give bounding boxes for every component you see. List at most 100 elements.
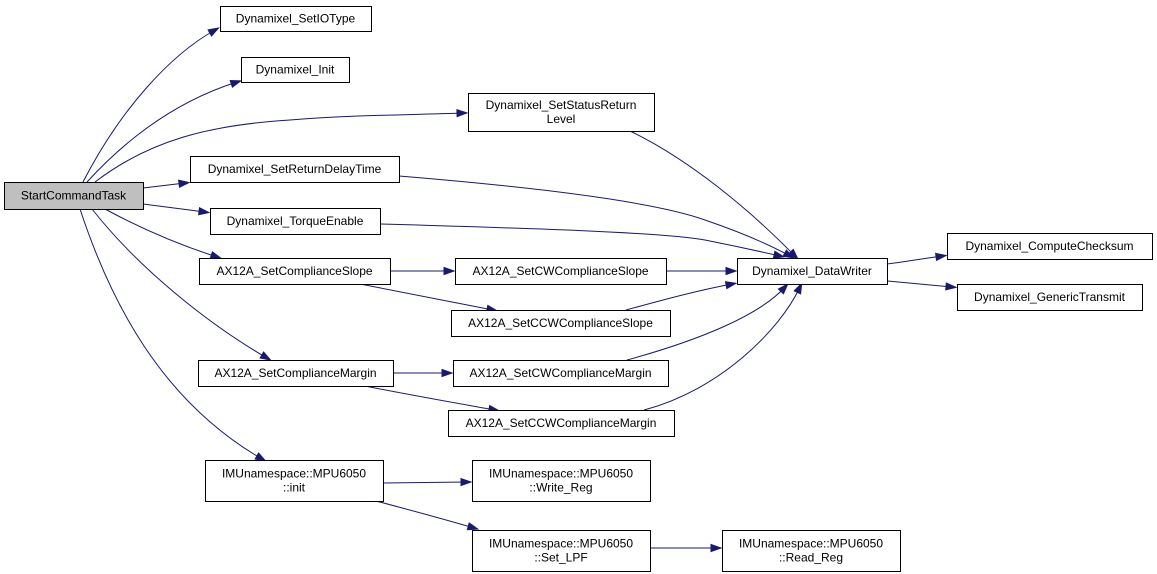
arrowhead-icon [460, 477, 473, 487]
edge-start-to-init [86, 79, 243, 183]
edge-line [86, 81, 238, 183]
node-label: AX12A_SetCCWComplianceMargin [466, 416, 657, 430]
edge-cwslope-to-datawriter [666, 266, 738, 276]
arrowhead-icon [443, 266, 456, 276]
node-label: ::Write_Reg [529, 481, 592, 495]
arrowhead-icon [724, 281, 738, 290]
arrowhead-icon [710, 543, 723, 553]
node-label: AX12A_SetCCWComplianceSlope [468, 316, 653, 330]
arrowhead-icon [207, 27, 220, 37]
node-start[interactable]: StartCommandTask [4, 182, 144, 210]
node-label: Dynamixel_SetReturnDelayTime [208, 162, 382, 176]
node-box [4, 182, 144, 210]
edge-line [379, 223, 781, 257]
node-init[interactable]: Dynamixel_Init [241, 57, 350, 83]
node-compmargin[interactable]: AX12A_SetComplianceMargin [198, 360, 394, 387]
arrowhead-icon [254, 452, 267, 462]
node-ccwslope[interactable]: AX12A_SetCCWComplianceSlope [451, 310, 671, 337]
edge-line [104, 208, 218, 258]
node-cwslope[interactable]: AX12A_SetCWComplianceSlope [455, 258, 667, 285]
arrowhead-icon [259, 351, 272, 361]
node-label: StartCommandTask [21, 189, 127, 203]
node-label: AX12A_SetCWComplianceMargin [469, 366, 651, 380]
edge-line [364, 385, 496, 411]
node-box [453, 360, 669, 387]
edge-datawriter-to-transmit [886, 280, 958, 291]
edge-line [142, 203, 206, 213]
edge-start-to-setstatus [94, 109, 469, 183]
edge-start-to-compmargin [91, 208, 272, 361]
arrowhead-icon [209, 250, 223, 260]
node-checksum[interactable]: Dynamixel_ComputeChecksum [947, 233, 1153, 260]
edge-setlpf-to-readreg [650, 543, 723, 553]
node-label: ::init [283, 481, 306, 495]
edge-start-to-setiotype [82, 27, 220, 183]
node-torque[interactable]: Dynamixel_TorqueEnable [210, 208, 381, 235]
node-label: ::Set_LPF [534, 551, 587, 565]
node-label: IMUnamespace::MPU6050 [222, 467, 366, 481]
edge-compmargin-to-ccwmargin [364, 385, 501, 414]
node-box [737, 258, 888, 285]
call-edges [79, 27, 958, 553]
node-ccwmargin[interactable]: AX12A_SetCCWComplianceMargin [448, 410, 675, 437]
node-label: AX12A_SetComplianceSlope [216, 264, 372, 278]
edge-line [82, 29, 216, 183]
arrowhead-icon [777, 282, 789, 295]
node-setdelay[interactable]: Dynamixel_SetReturnDelayTime [190, 156, 400, 183]
function-nodes: StartCommandTask Dynamixel_SetIOTypeDynam… [4, 6, 1153, 572]
edge-ccwmargin-to-datawriter [643, 282, 803, 411]
node-label: IMUnamespace::MPU6050 [489, 537, 633, 551]
arrowhead-icon [793, 282, 803, 295]
node-box [957, 284, 1143, 311]
edge-line [643, 286, 801, 411]
node-label: AX12A_SetCWComplianceSlope [472, 264, 648, 278]
edge-line [886, 255, 943, 265]
node-box [451, 310, 671, 337]
edge-mpuinit-to-setlpf [375, 500, 480, 531]
edge-line [94, 112, 464, 183]
edge-torque-to-datawriter [379, 223, 786, 259]
node-box [205, 460, 384, 502]
node-box [220, 6, 372, 32]
node-writereg[interactable]: IMUnamespace::MPU6050::Write_Reg [472, 460, 651, 502]
node-label: ::Read_Reg [779, 551, 843, 565]
node-compslope[interactable]: AX12A_SetComplianceSlope [199, 258, 391, 285]
edge-line [625, 283, 733, 311]
edge-mpuinit-to-writereg [382, 477, 473, 487]
node-box [210, 208, 381, 235]
edge-compslope-to-cwslope [390, 266, 456, 276]
node-label: Dynamixel_SetStatusReturn [486, 98, 637, 112]
edge-ccwslope-to-datawriter [625, 281, 738, 311]
edge-start-to-compslope [104, 208, 223, 260]
edge-line [629, 130, 796, 257]
node-transmit[interactable]: Dynamixel_GenericTransmit [957, 284, 1143, 311]
node-datawriter[interactable]: Dynamixel_DataWriter [737, 258, 888, 285]
node-mpuinit[interactable]: IMUnamespace::MPU6050::init [205, 460, 384, 502]
node-setlpf[interactable]: IMUnamespace::MPU6050::Set_LPF [472, 530, 651, 572]
arrowhead-icon [178, 179, 191, 188]
edge-line [375, 500, 475, 529]
edge-start-to-mpuinit [79, 208, 267, 462]
node-label: Dynamixel_GenericTransmit [974, 290, 1126, 304]
node-box [448, 410, 675, 437]
node-box [190, 156, 400, 183]
edge-line [626, 286, 786, 361]
edge-line [79, 208, 263, 460]
edge-cwmargin-to-datawriter [626, 282, 789, 361]
edge-setdelay-to-datawriter [398, 175, 795, 259]
edge-start-to-setdelay [142, 179, 191, 189]
edge-line [382, 481, 468, 484]
node-label: Dynamixel_DataWriter [752, 264, 872, 278]
node-label: Dynamixel_ComputeChecksum [965, 239, 1133, 253]
node-readreg[interactable]: IMUnamespace::MPU6050::Read_Reg [722, 530, 901, 572]
node-box [241, 57, 350, 83]
arrowhead-icon [945, 282, 958, 291]
arrowhead-icon [772, 250, 786, 259]
node-setiotype[interactable]: Dynamixel_SetIOType [220, 6, 372, 32]
edge-setstatus-to-datawriter [629, 130, 799, 260]
node-cwmargin[interactable]: AX12A_SetCWComplianceMargin [453, 360, 669, 387]
arrowhead-icon [441, 368, 454, 378]
edge-line [398, 175, 791, 257]
